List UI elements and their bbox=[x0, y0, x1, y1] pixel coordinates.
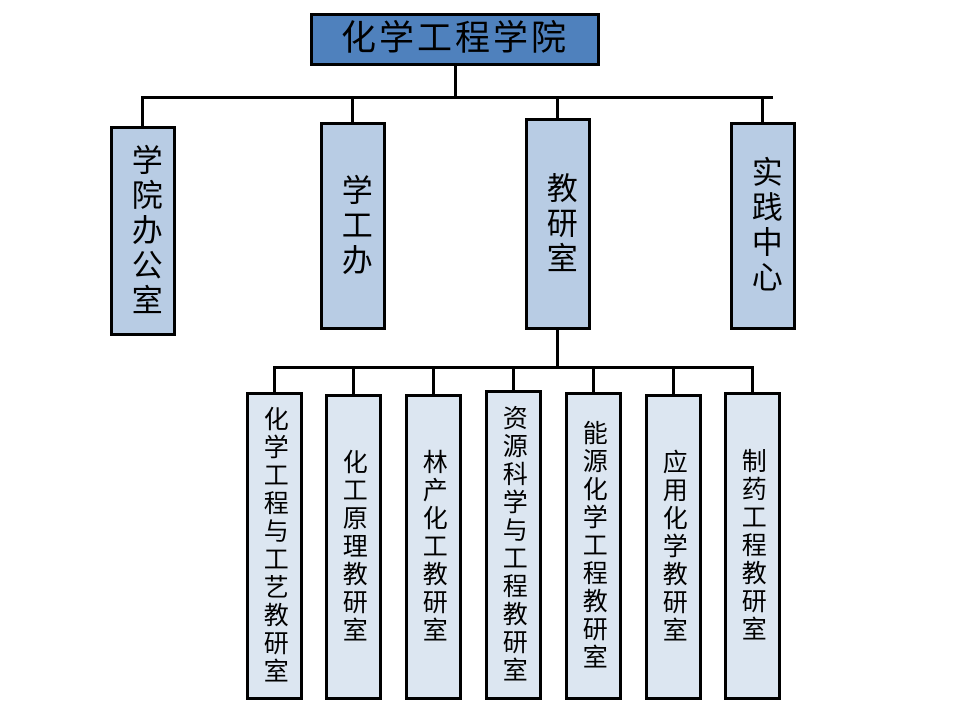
node-teaching-research-office[interactable]: 教研室 bbox=[525, 118, 591, 330]
node-forest-chemical-engineering[interactable]: 林产化工教研室 bbox=[405, 394, 462, 700]
connector-drop-che-tech bbox=[273, 366, 276, 394]
node-college-office-label: 学院办公室 bbox=[125, 143, 162, 319]
node-chemical-engineering-technology-label: 化学工程与工艺教研室 bbox=[260, 406, 290, 686]
node-student-affairs-office-label: 学工办 bbox=[335, 173, 372, 279]
connector-drop-practice-center bbox=[761, 96, 764, 122]
node-pharmaceutical-engineering[interactable]: 制药工程教研室 bbox=[724, 392, 781, 700]
node-resource-science-engineering-label: 资源科学与工程教研室 bbox=[499, 405, 529, 685]
connector-drop-forest-che bbox=[432, 366, 435, 394]
connector-level2-bus bbox=[141, 96, 773, 99]
connector-root-stem bbox=[454, 66, 457, 98]
node-resource-science-engineering[interactable]: 资源科学与工程教研室 bbox=[485, 390, 542, 700]
connector-drop-resource-sci bbox=[512, 366, 515, 390]
node-energy-chemical-engineering-label: 能源化学工程教研室 bbox=[579, 420, 609, 672]
connector-drop-office bbox=[141, 96, 144, 126]
connector-teaching-office-stem bbox=[556, 330, 559, 368]
node-applied-chemistry[interactable]: 应用化学教研室 bbox=[645, 394, 702, 700]
node-teaching-research-office-label: 教研室 bbox=[540, 171, 577, 277]
node-chemical-engineering-technology[interactable]: 化学工程与工艺教研室 bbox=[246, 392, 303, 700]
node-forest-chemical-engineering-label: 林产化工教研室 bbox=[419, 449, 449, 645]
node-energy-chemical-engineering[interactable]: 能源化学工程教研室 bbox=[565, 392, 622, 700]
node-chemical-principles[interactable]: 化工原理教研室 bbox=[325, 394, 382, 700]
connector-drop-teaching-office bbox=[556, 96, 559, 118]
node-student-affairs-office[interactable]: 学工办 bbox=[320, 122, 386, 330]
node-applied-chemistry-label: 应用化学教研室 bbox=[659, 449, 689, 645]
node-pharmaceutical-engineering-label: 制药工程教研室 bbox=[738, 448, 768, 644]
node-practice-center-label: 实践中心 bbox=[745, 156, 782, 296]
node-chemical-principles-label: 化工原理教研室 bbox=[339, 449, 369, 645]
node-root-school[interactable]: 化学工程学院 bbox=[310, 13, 600, 66]
connector-drop-che-principle bbox=[352, 366, 355, 394]
connector-drop-pharma-eng bbox=[751, 366, 754, 392]
connector-drop-applied-chem bbox=[672, 366, 675, 394]
node-root-school-label: 化学工程学院 bbox=[340, 18, 569, 59]
node-college-office[interactable]: 学院办公室 bbox=[110, 126, 176, 336]
node-practice-center[interactable]: 实践中心 bbox=[730, 122, 796, 330]
connector-drop-student-affairs bbox=[351, 96, 354, 122]
connector-drop-energy-che bbox=[592, 366, 595, 392]
